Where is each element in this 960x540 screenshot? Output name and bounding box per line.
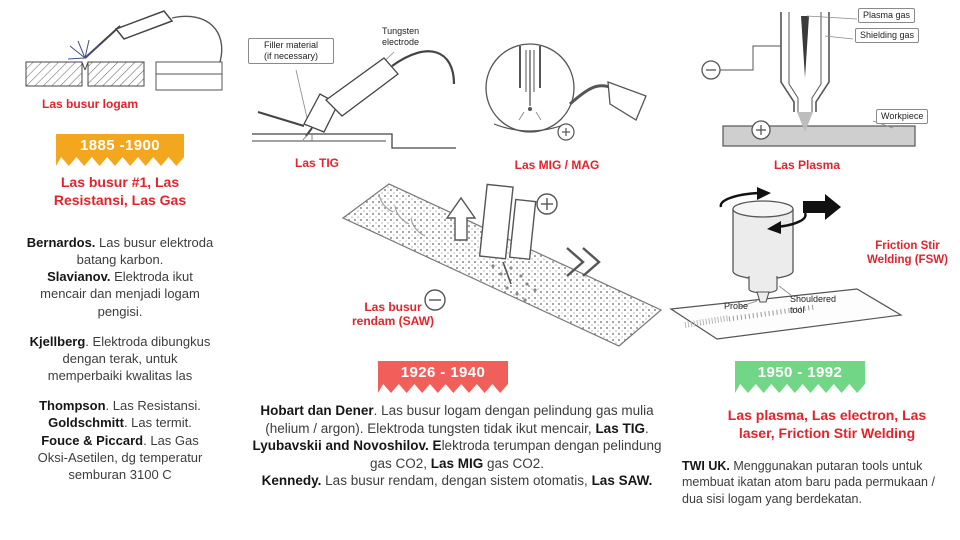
tungsten-electrode-label: Tungsten electrode [382,26,420,47]
filler-material-label: Filler material (if necessary) [248,38,334,64]
paragraph-kjellberg: Kjellberg. Elektroda dibungkus dengan te… [29,333,211,384]
fsw-diagram [665,183,910,345]
fsw-illustration [669,187,903,340]
paragraph-bernardos: Bernardos. Las busur elektroda batang ka… [26,235,214,268]
label-las-busur-logam: Las busur logam [41,97,139,111]
era1-group-2: Kjellberg. Elektroda dibungkus dengan te… [25,333,215,384]
era1-group-3: Thompson. Las Resistansi. Goldschmitt. L… [25,397,215,483]
stick-welding-diagram [6,4,234,96]
shielding-gas-label: Shielding gas [855,28,920,43]
era3-heading: Las plasma, Las electron, Las laser, Fri… [727,407,927,442]
paragraph-thompson: Thompson. Las Resistansi. [39,398,201,414]
workpiece-label: Workpiece [876,109,929,124]
shouldered-tool-label: Shouldered tool [790,294,837,315]
paragraph-twi-uk: TWI UK. Menggunakan putaran tools untuk … [682,459,935,506]
banner-1926-1940: 1926 - 1940 [378,361,508,393]
label-las-busur-rendam-saw: Las busur rendam (SAW) [351,300,434,329]
probe-label: Probe [724,301,749,311]
plasma-illustration [701,12,916,147]
label-las-plasma: Las Plasma [773,158,841,172]
paragraph-slavianov: Slavianov. Elektroda ikut mencair dan me… [40,269,200,319]
saw-diagram [335,170,667,352]
era1-body: Bernardos. Las busur elektroda batang ka… [25,234,215,496]
banner-1950-1992: 1950 - 1992 [735,361,865,393]
label-las-mig-mag: Las MIG / MAG [514,158,600,172]
era1-heading: Las busur #1, Las Resistansi, Las Gas [53,174,187,209]
plasma-diagram [695,6,957,158]
banner-1885-1900: 1885 -1900 [56,134,184,166]
saw-illustration [341,183,663,347]
tig-illustration [252,50,456,149]
mig-mag-illustration [485,43,647,141]
paragraph-goldschmitt: Goldschmitt. Las termit. [48,415,192,431]
paragraph-kennedy: Kennedy. Las busur rendam, dengan sistem… [261,473,653,489]
era3-body: TWI UK. Menggunakan putaran tools untuk … [682,458,954,507]
paragraph-hobart-dener: Hobart dan Dener. Las busur logam dengan… [260,403,654,436]
mig-mag-diagram [478,26,658,158]
era2-body: Hobart dan Dener. Las busur logam dengan… [252,402,662,490]
era1-group-1: Bernardos. Las busur elektroda batang ka… [25,234,215,320]
label-friction-stir-welding: Friction Stir Welding (FSW) [867,240,948,266]
paragraph-lyubavskii-novoshilov: Lyubavskii and Novoshilov. Elektroda ter… [252,438,662,471]
plasma-gas-label: Plasma gas [858,8,916,23]
paragraph-fouce-piccard: Fouce & Piccard. Las Gas Oksi-Asetilen, … [37,432,203,482]
label-las-tig: Las TIG [294,156,339,170]
tig-diagram [246,24,462,160]
stick-welding-illustration [25,10,223,91]
